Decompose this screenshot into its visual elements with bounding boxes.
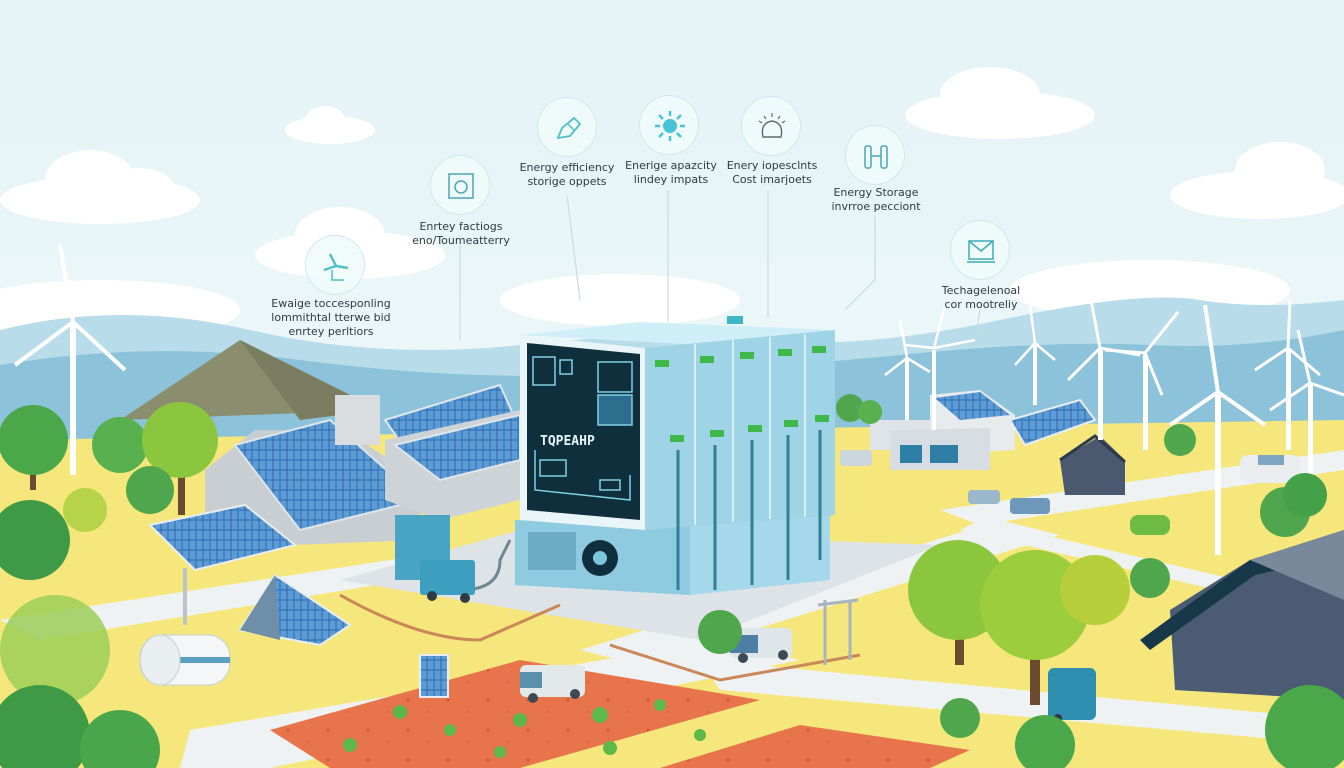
- car-white: [1240, 455, 1300, 483]
- trees: [0, 394, 1344, 768]
- water-drop-box-icon: [430, 155, 490, 215]
- envelope-screen-icon: [950, 220, 1010, 280]
- power-pole: [817, 598, 859, 665]
- vehicles: [420, 450, 1300, 722]
- shrubs: [343, 699, 706, 758]
- right-buildings: [870, 390, 1344, 700]
- van-blue-left: [420, 560, 475, 603]
- callout-connectors: [459, 190, 981, 341]
- main-facility: TQPEAHP: [515, 316, 835, 595]
- wind-turbine-icon: [305, 235, 365, 295]
- turbine: [13, 244, 127, 475]
- rack-icon: [845, 125, 905, 185]
- ground-solar-panels: [147, 503, 449, 698]
- storage-tank: [139, 634, 231, 686]
- battery-plug-icon: [537, 97, 597, 157]
- sun-icon: [639, 95, 699, 155]
- van-blue-right: [1048, 668, 1096, 722]
- lightbulb-icon: [741, 96, 801, 156]
- facility-panel-text: TQPEAHP: [540, 434, 595, 449]
- van-bottom: [520, 665, 585, 703]
- wind-turbines: [13, 244, 1344, 555]
- dirt-plot-right: [660, 725, 970, 768]
- dirt-plot-left: [270, 660, 760, 768]
